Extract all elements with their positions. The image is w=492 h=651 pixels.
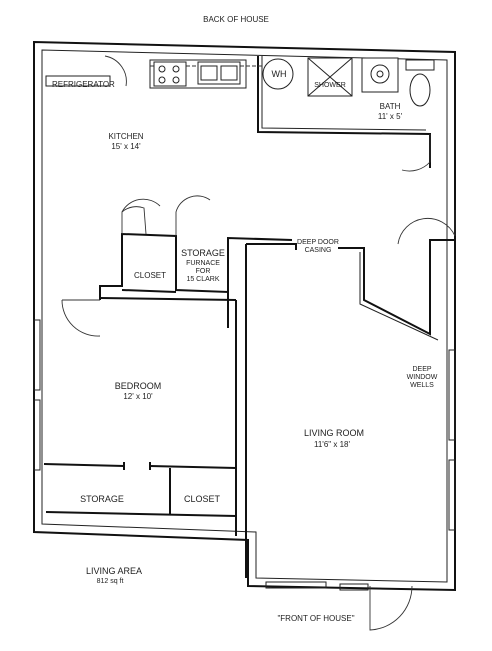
stove-icon	[153, 61, 187, 87]
kitchen-sink-icon	[197, 61, 241, 85]
water-heater-label: WH	[271, 69, 287, 79]
deep-door-casing-label: DEEP DOOR CASING	[297, 239, 339, 255]
bedroom-partitions	[43, 462, 237, 517]
living-room-label: LIVING ROOM	[303, 428, 365, 438]
living-area-size-label: 812 sq ft	[96, 578, 124, 585]
deep-window-wells-label: DEEP WINDOW WELLS	[406, 366, 438, 390]
bath-size-label: 11' x 5'	[377, 112, 403, 121]
storage-bottom-label: STORAGE	[80, 494, 124, 504]
front-of-house-label: "FRONT OF HOUSE"	[277, 614, 355, 623]
kitchen-size-label: 15' x 14'	[111, 142, 141, 151]
bath-label: BATH	[379, 102, 401, 111]
windows	[33, 319, 456, 591]
bedroom-label: BEDROOM	[114, 381, 162, 391]
living-area-label: LIVING AREA	[85, 566, 143, 576]
bath-sink-icon	[361, 57, 399, 93]
water-heater-icon	[262, 58, 294, 90]
door-swings	[61, 55, 456, 631]
furnace-label: FURNACE FOR 15 CLARK	[186, 260, 220, 284]
refrigerator-icon	[45, 75, 111, 87]
storage-mid-label: STORAGE	[181, 248, 225, 258]
living-room-wall	[235, 239, 455, 578]
shower-icon	[307, 57, 353, 97]
refrigerator-label: REFRIGERATOR	[52, 80, 115, 89]
bedroom-size-label: 12' x 10'	[123, 392, 153, 401]
exterior-walls	[33, 40, 456, 592]
closet-bottom-label: CLOSET	[183, 494, 221, 504]
kitchen-label: KITCHEN	[108, 132, 144, 141]
closet-mid-label: CLOSET	[133, 271, 167, 280]
toilet-icon	[405, 59, 435, 107]
back-of-house-label: BACK OF HOUSE	[203, 15, 269, 24]
living-room-size-label: 11'6" x 18'	[314, 440, 350, 449]
shower-label: SHOWER	[314, 82, 346, 89]
